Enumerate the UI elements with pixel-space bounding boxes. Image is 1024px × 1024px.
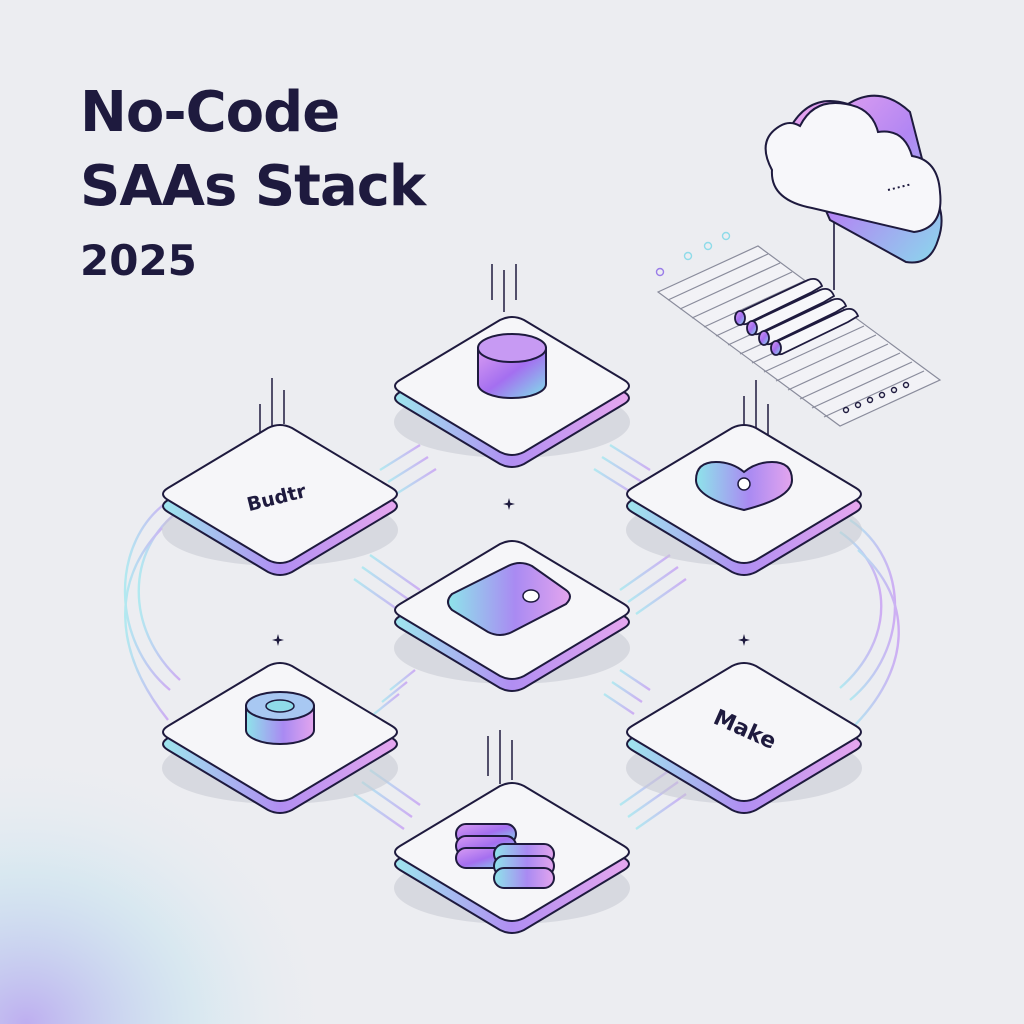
indicator-dots xyxy=(655,231,910,414)
connection-wires xyxy=(123,443,900,830)
node-bottom[interactable] xyxy=(394,782,630,934)
node-center[interactable] xyxy=(394,540,630,692)
node-top[interactable] xyxy=(394,316,630,468)
stacked-pills-icon xyxy=(455,823,555,889)
node-lower-left[interactable] xyxy=(162,662,398,814)
database-icon xyxy=(477,333,547,399)
card-icon xyxy=(447,562,571,636)
cloud-icon xyxy=(764,94,943,264)
title-year: 2025 xyxy=(80,236,197,285)
node-left[interactable]: Budtr xyxy=(162,424,398,576)
node-lower-right[interactable]: Make xyxy=(626,662,862,814)
sparkle-icon xyxy=(503,498,515,510)
server-bars xyxy=(734,277,860,356)
title-line-1: No-Code xyxy=(80,80,340,145)
title-line-2: SAAs Stack xyxy=(80,154,426,219)
heart-icon xyxy=(694,460,794,512)
sparkle-icon xyxy=(738,634,750,646)
node-right[interactable] xyxy=(626,424,862,576)
ring-icon xyxy=(245,691,315,745)
